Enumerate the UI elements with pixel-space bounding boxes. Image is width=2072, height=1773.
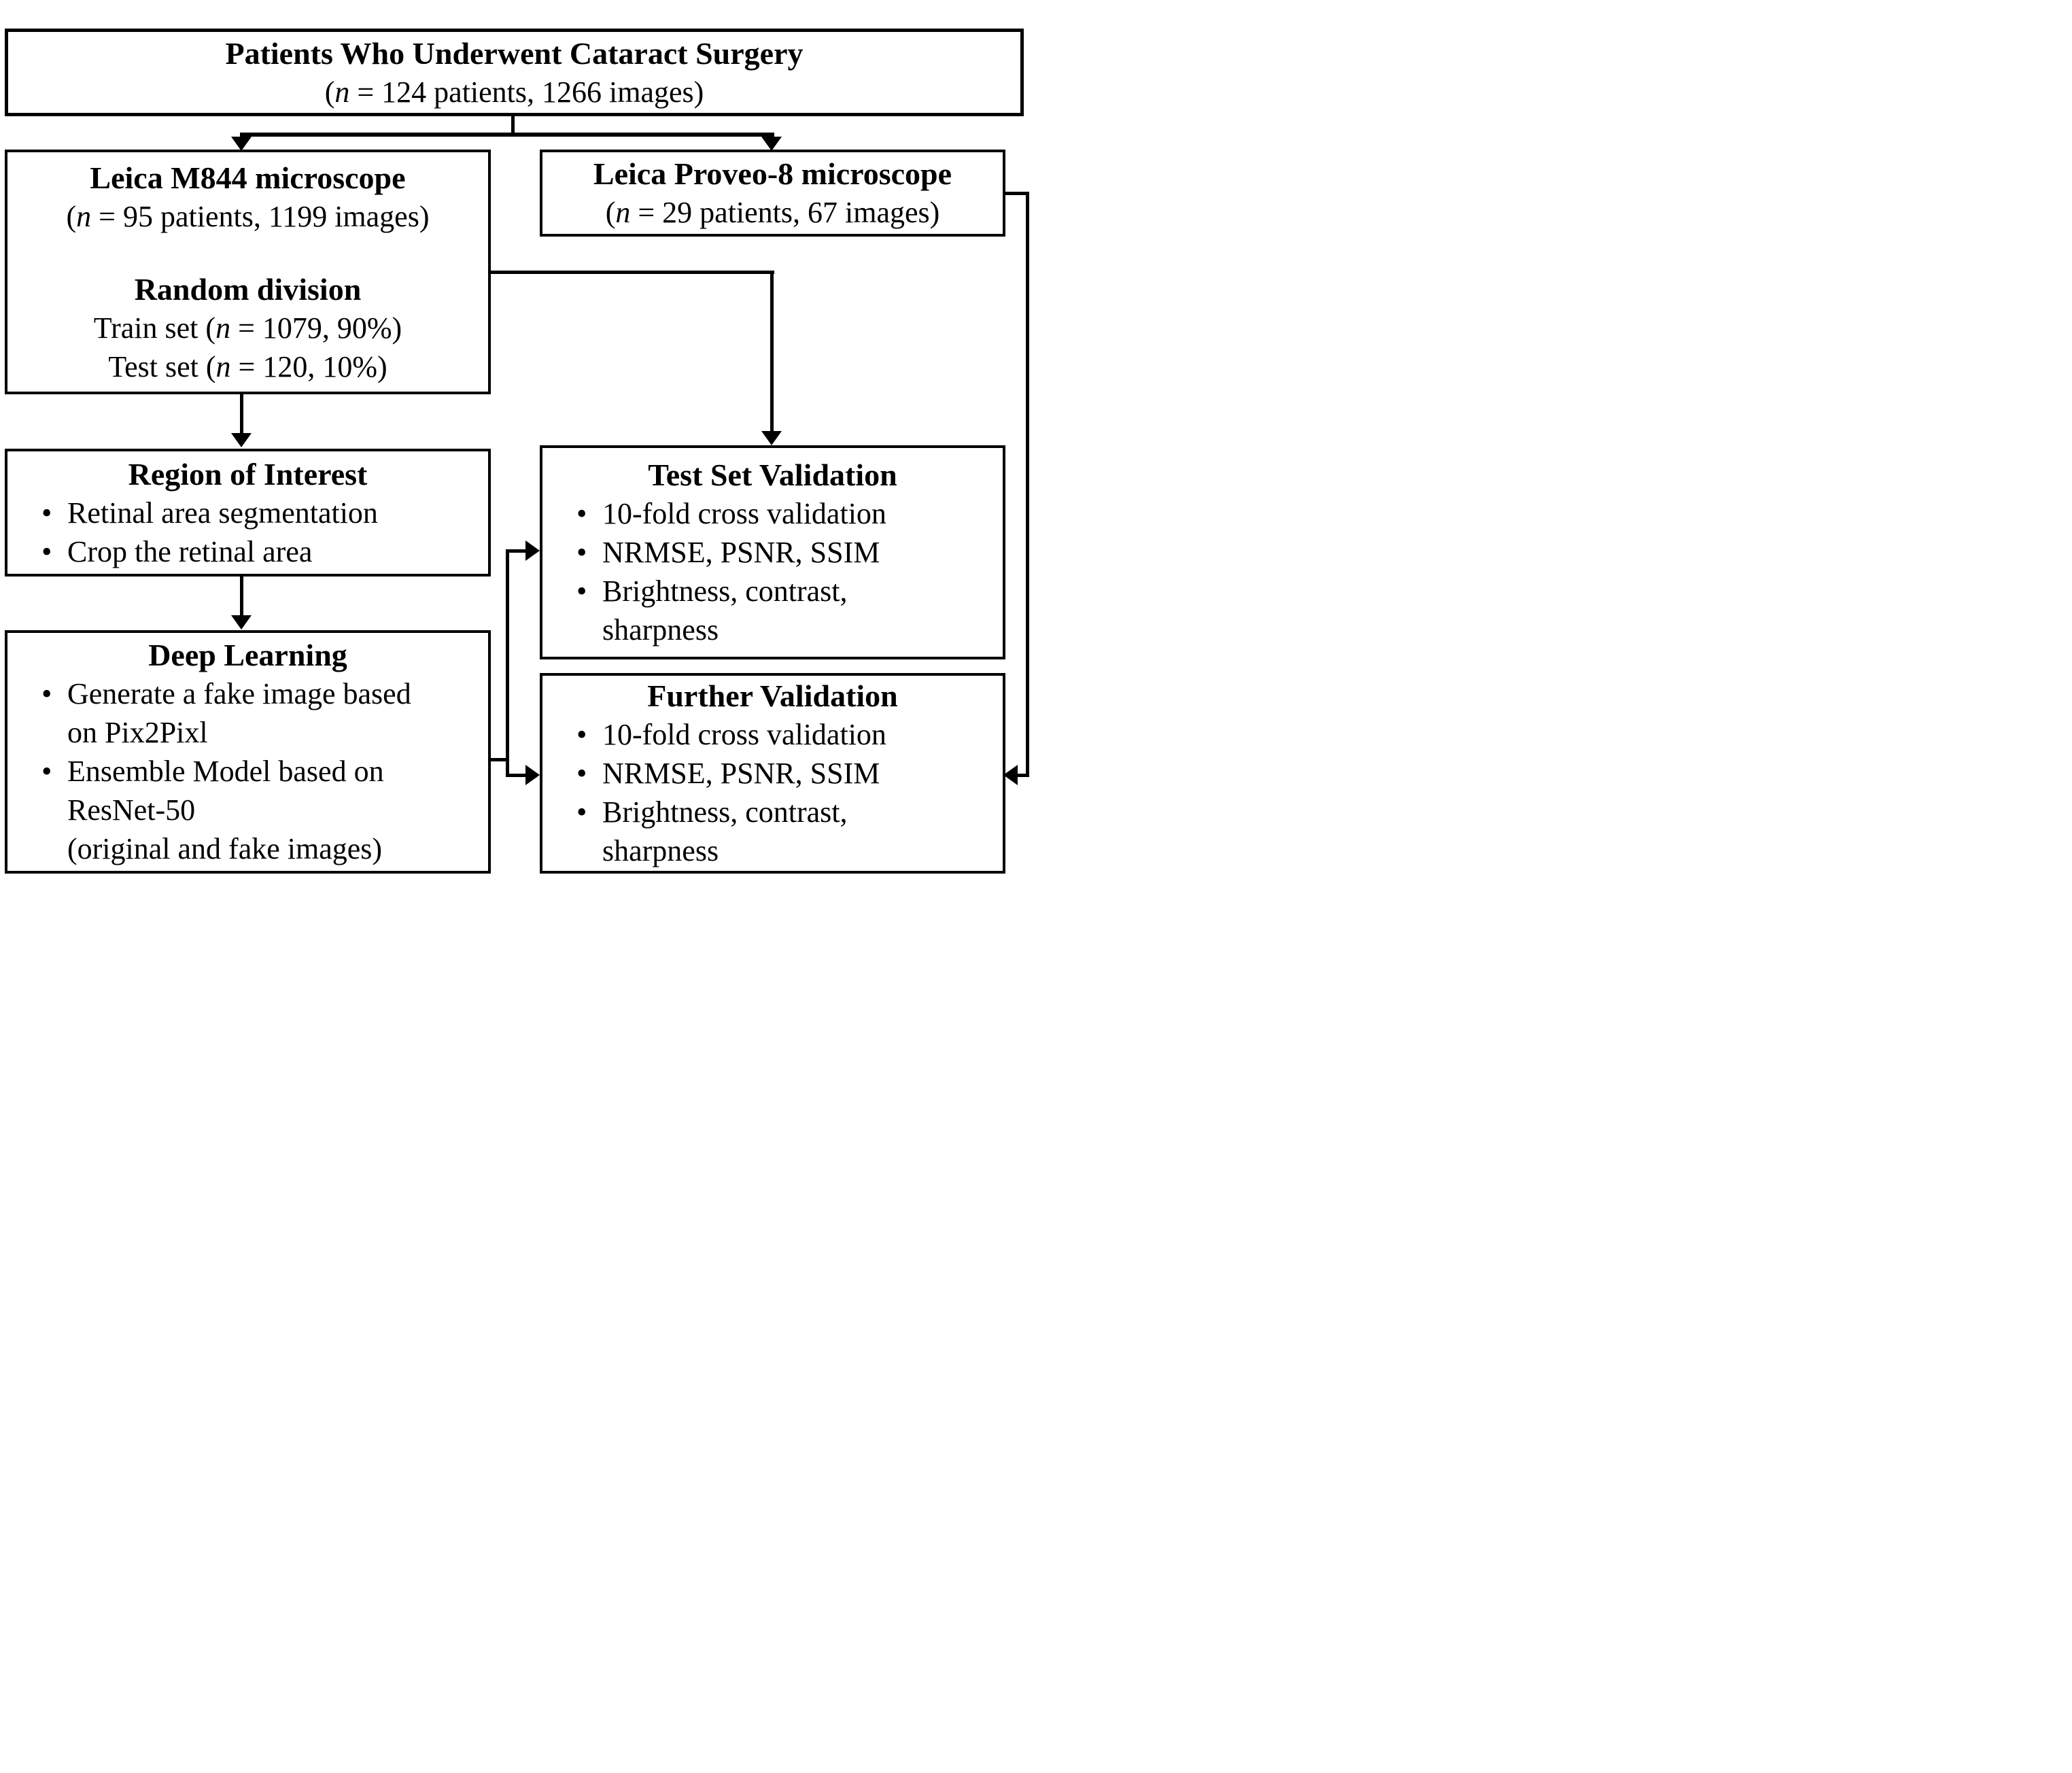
flowchart-canvas: Patients Who Underwent Cataract Surgery …	[0, 0, 1036, 887]
right-edge-vertical-line	[1026, 192, 1029, 777]
deep-learning-item-2: Ensemble Model based on ResNet-50 (origi…	[67, 755, 384, 865]
patients-box: Patients Who Underwent Cataract Surgery …	[5, 29, 1024, 116]
list-item: • Crop the retinal area	[41, 532, 483, 571]
m844-to-roi-line	[240, 394, 243, 434]
right-return-line	[1017, 774, 1027, 777]
train-var: n	[215, 311, 231, 345]
bullet-marker: •	[576, 795, 587, 829]
stats-var: n	[615, 196, 631, 229]
stats-pre: (	[605, 196, 616, 229]
branch-vertical-line	[506, 549, 509, 777]
test-set-validation-box: Test Set Validation • 10-fold cross valid…	[540, 445, 1005, 659]
proveo-title: Leica Proveo-8 microscope	[593, 156, 952, 191]
m844-train-set: Train set (n = 1079, 90%)	[7, 309, 488, 347]
m844-stats: (n = 95 patients, 1199 images)	[7, 197, 488, 236]
stats-pre: (	[324, 75, 335, 109]
roi-to-deep-learning-line	[240, 576, 243, 616]
stats-var: n	[334, 75, 350, 109]
stats-post: = 95 patients, 1199 images)	[91, 199, 430, 233]
further-validation-title: Further Validation	[647, 678, 898, 713]
test-set-validation-items: • 10-fold cross validation • NRMSE, PSNR, …	[542, 494, 1003, 649]
list-item: • NRMSE, PSNR, SSIM	[576, 533, 997, 572]
list-item: • 10-fold cross validation	[576, 715, 997, 754]
test-validation-item-2: NRMSE, PSNR, SSIM	[602, 536, 880, 569]
bullet-marker: •	[576, 497, 587, 530]
list-item: • 10-fold cross validation	[576, 494, 997, 533]
train-pre: Train set (	[93, 311, 216, 345]
proveo-box: Leica Proveo-8 microscope (n = 29 patien…	[540, 150, 1005, 237]
bullet-marker: •	[576, 574, 587, 608]
test-var: n	[215, 349, 231, 383]
patients-title: Patients Who Underwent Cataract Surgery	[225, 35, 804, 71]
further-validation-box: Further Validation • 10-fold cross valida…	[540, 673, 1005, 874]
m844-box: Leica M844 microscope (n = 95 patients, …	[5, 150, 491, 394]
stats-pre: (	[66, 199, 77, 233]
arrowhead-to-test-validation-icon	[761, 431, 782, 445]
bullet-marker: •	[41, 534, 52, 568]
branch-to-further-line	[506, 774, 526, 777]
deep-learning-title: Deep Learning	[148, 638, 347, 672]
test-post: = 120, 10%)	[230, 349, 387, 383]
further-validation-items: • 10-fold cross validation • NRMSE, PSNR, …	[542, 715, 1003, 870]
roi-item-1: Retinal area segmentation	[67, 496, 378, 530]
roi-items: • Retinal area segmentation • Crop the ret…	[7, 494, 488, 571]
list-item: • Brightness, contrast, sharpness	[576, 793, 997, 870]
m844-to-test-horizontal-line	[491, 271, 774, 274]
deep-learning-items: • Generate a fake image based on Pix2Pixl…	[7, 674, 488, 868]
test-set-validation-title: Test Set Validation	[648, 458, 897, 492]
bullet-marker: •	[576, 536, 587, 569]
patients-split-bar-line	[240, 133, 774, 137]
roi-box: Region of Interest • Retinal area segment…	[5, 449, 491, 576]
arrowhead-to-deep-learning-icon	[231, 615, 252, 630]
bullet-marker: •	[576, 718, 587, 751]
m844-title: Leica M844 microscope	[90, 160, 406, 195]
further-validation-item-1: 10-fold cross validation	[602, 718, 886, 751]
patients-split-stem-line	[511, 116, 515, 134]
proveo-exit-line	[1005, 192, 1029, 195]
patients-stats: (n = 124 patients, 1266 images)	[8, 73, 1020, 111]
roi-title: Region of Interest	[128, 456, 368, 492]
roi-item-2: Crop the retinal area	[67, 534, 313, 568]
blank-line	[7, 236, 488, 270]
branch-to-test-line	[506, 549, 526, 553]
m844-test-set: Test set (n = 120, 10%)	[7, 347, 488, 386]
m844-to-test-vertical-line	[770, 271, 774, 432]
stats-post: = 29 patients, 67 images)	[630, 196, 940, 229]
test-validation-item-1: 10-fold cross validation	[602, 497, 886, 530]
arrowhead-from-proveo-into-further-icon	[1003, 765, 1018, 785]
list-item: • Retinal area segmentation	[41, 494, 483, 532]
bullet-marker: •	[41, 496, 52, 530]
bullet-marker: •	[41, 677, 52, 710]
proveo-stats: (n = 29 patients, 67 images)	[542, 193, 1003, 232]
m844-subtitle: Random division	[134, 271, 362, 307]
deep-learning-box: Deep Learning • Generate a fake image bas…	[5, 630, 491, 874]
arrowhead-to-m844-icon	[231, 137, 252, 151]
arrowhead-to-roi-icon	[231, 433, 252, 447]
further-validation-item-3: Brightness, contrast, sharpness	[602, 795, 848, 867]
arrowhead-into-test-validation-icon	[525, 540, 540, 561]
stats-var: n	[76, 199, 92, 233]
deep-learning-item-1: Generate a fake image based on Pix2Pixl	[67, 677, 411, 749]
test-pre: Test set (	[108, 349, 216, 383]
arrowhead-to-proveo-icon	[761, 137, 782, 151]
test-validation-item-3: Brightness, contrast, sharpness	[602, 574, 848, 647]
arrowhead-into-further-validation-icon	[525, 765, 540, 785]
deep-learning-feed-line	[491, 758, 508, 761]
list-item: • NRMSE, PSNR, SSIM	[576, 754, 997, 793]
bullet-marker: •	[576, 757, 587, 790]
train-post: = 1079, 90%)	[230, 311, 402, 345]
list-item: • Brightness, contrast, sharpness	[576, 572, 997, 649]
list-item: • Ensemble Model based on ResNet-50 (orig…	[41, 752, 483, 868]
further-validation-item-2: NRMSE, PSNR, SSIM	[602, 757, 880, 790]
bullet-marker: •	[41, 755, 52, 788]
stats-post: = 124 patients, 1266 images)	[349, 75, 704, 109]
list-item: • Generate a fake image based on Pix2Pixl	[41, 674, 483, 752]
